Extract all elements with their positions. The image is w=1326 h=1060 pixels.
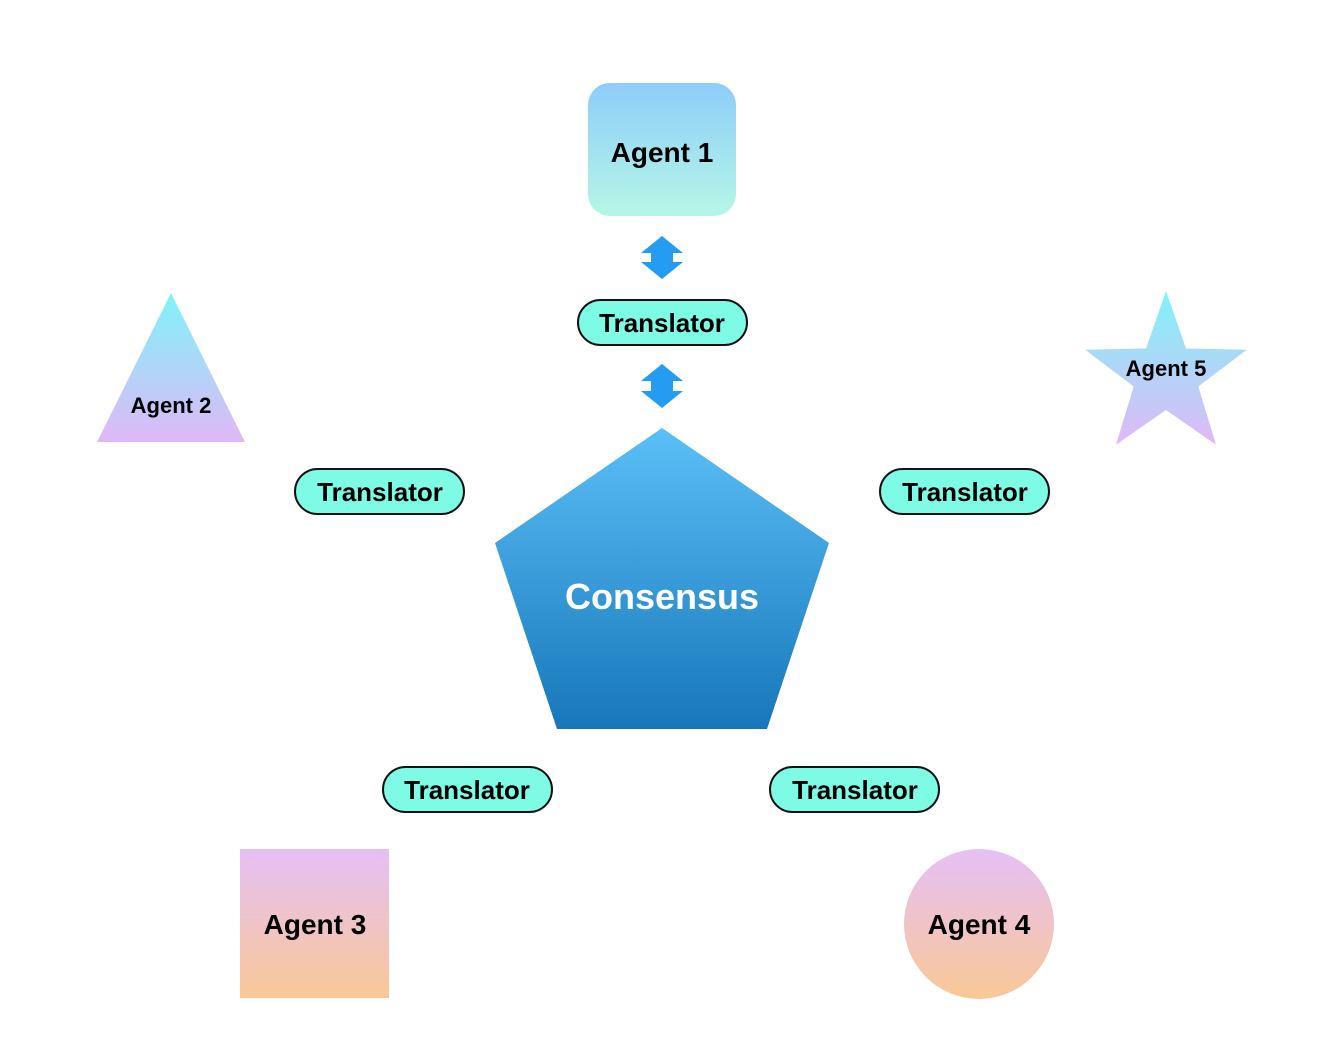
translator-bottom-right-label: Translator (792, 775, 918, 805)
agent-2-node[interactable]: Agent 2 (97, 293, 245, 442)
translator-right[interactable]: Translator (879, 468, 1050, 515)
bidirectional-arrow-icon (641, 364, 683, 408)
consensus-shape (495, 428, 829, 729)
agent-1-label: Agent 1 (611, 137, 714, 168)
agent-4-shape (904, 849, 1054, 999)
translator-bottom-left-label: Translator (404, 775, 530, 805)
translator-left-pill (294, 468, 465, 515)
translator-bottom-right[interactable]: Translator (769, 766, 940, 813)
consensus-label: Consensus (565, 576, 759, 617)
translator-right-pill (879, 468, 1050, 515)
agent-1-shape (588, 83, 736, 216)
agent-3-node[interactable]: Agent 3 (240, 849, 389, 998)
translator-top[interactable]: Translator (577, 299, 748, 346)
agent-5-label: Agent 5 (1126, 356, 1207, 381)
translator-top-pill (577, 299, 748, 346)
translator-bottom-right-pill (769, 766, 940, 813)
bidirectional-arrow-icon (641, 236, 683, 279)
translator-bottom-left[interactable]: Translator (382, 766, 553, 813)
consensus-node[interactable]: Consensus (495, 428, 829, 729)
agent-5-shape (1085, 291, 1247, 445)
agent-3-shape (240, 849, 389, 998)
agent-2-label: Agent 2 (131, 393, 212, 418)
agent-3-label: Agent 3 (264, 909, 367, 940)
translator-left-label: Translator (317, 477, 443, 507)
agent-1-node[interactable]: Agent 1 (588, 83, 736, 216)
translator-top-label: Translator (599, 308, 725, 338)
agent-4-label: Agent 4 (928, 909, 1031, 940)
translator-left[interactable]: Translator (294, 468, 465, 515)
agent-5-node[interactable]: Agent 5 (1085, 291, 1247, 445)
translator-right-label: Translator (902, 477, 1028, 507)
translator-bottom-left-pill (382, 766, 553, 813)
agent-2-shape (97, 293, 245, 442)
agent-4-node[interactable]: Agent 4 (904, 849, 1054, 999)
